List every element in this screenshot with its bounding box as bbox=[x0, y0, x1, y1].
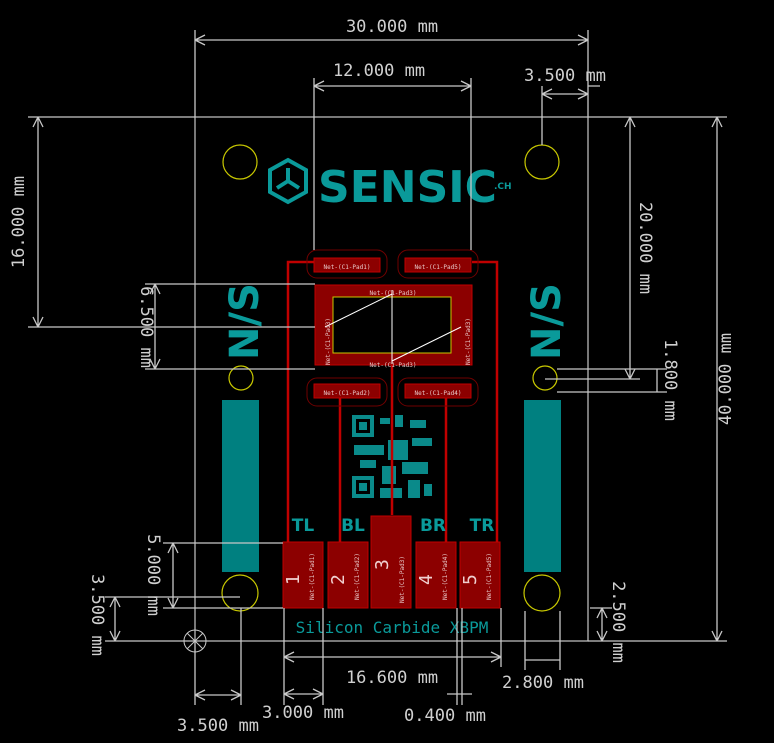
board-title: Silicon Carbide XBPM bbox=[296, 618, 489, 637]
center-net-label: Net-(C1-Pad3) bbox=[370, 362, 417, 369]
magnet-bar-left bbox=[222, 400, 259, 572]
dim-connector-width: 16.600 mm bbox=[346, 668, 438, 688]
dim-hole-offset-bottom: 3.500 mm bbox=[177, 716, 259, 736]
pin-number: 4 bbox=[416, 574, 437, 585]
pin-number: 2 bbox=[328, 574, 349, 585]
pin-net-label: Net-(C1-Pad1) bbox=[309, 553, 316, 600]
pin-net-label: Net-(C1-Pad5) bbox=[486, 553, 493, 600]
center-net-label: Net-(C1-Pad3) bbox=[465, 318, 472, 365]
mounting-holes bbox=[221, 144, 561, 612]
dim-top-to-mid-hole: 20.000 mm bbox=[635, 202, 655, 294]
dim-pad-pitch: 3.000 mm bbox=[262, 703, 344, 723]
connector: TL BL BR TR 1 Net-(C1-Pad1) 2 Net-(C1-Pa… bbox=[282, 515, 501, 609]
mounting-hole bbox=[221, 574, 259, 612]
dim-hole-to-bar: 1.800 mm bbox=[660, 339, 680, 421]
dim-connector-offset: 5.000 mm bbox=[143, 534, 163, 616]
pin-number: 1 bbox=[283, 574, 304, 585]
connector-label-br: BR bbox=[420, 516, 446, 536]
magnet-label-left: N/S bbox=[222, 283, 268, 360]
pad-net-label: Net-(C1-Pad5) bbox=[415, 264, 462, 271]
dim-board-width: 30.000 mm bbox=[346, 17, 438, 37]
dim-bottom-margin: 2.500 mm bbox=[608, 581, 628, 663]
pin-net-label: Net-(C1-Pad3) bbox=[399, 556, 406, 603]
mounting-hole bbox=[532, 365, 558, 391]
connector-label-bl: BL bbox=[341, 516, 365, 536]
dim-hole-offset-bottom-left: 3.500 mm bbox=[87, 574, 107, 656]
logo-text: SENSIC bbox=[318, 162, 497, 213]
mounting-hole bbox=[228, 365, 254, 391]
dim-board-height: 40.000 mm bbox=[716, 333, 736, 425]
dimension-labels: 30.000 mm 12.000 mm 3.500 mm 16.000 mm 6… bbox=[9, 17, 736, 736]
magnet-label-right: N/S bbox=[524, 283, 570, 360]
sensic-logo: SENSIC .CH bbox=[268, 157, 512, 213]
dim-pad-gap: 0.400 mm bbox=[404, 706, 486, 726]
quadrant-pad[interactable] bbox=[404, 383, 472, 399]
copper-traces bbox=[286, 260, 499, 545]
mounting-hole bbox=[524, 144, 560, 180]
connector-label-tl: TL bbox=[292, 516, 315, 536]
dim-hole-offset-right: 2.800 mm bbox=[502, 673, 584, 693]
mounting-hole bbox=[523, 574, 561, 612]
connector-pin-1[interactable] bbox=[282, 541, 324, 609]
connector-label-tr: TR bbox=[470, 516, 495, 536]
logo-suffix: .CH bbox=[494, 182, 512, 192]
pin-net-label: Net-(C1-Pad2) bbox=[354, 553, 361, 600]
connector-pin-4[interactable] bbox=[415, 541, 457, 609]
dim-sensor-height: 6.500 mm bbox=[136, 286, 156, 368]
quadrant-pad[interactable] bbox=[313, 257, 381, 273]
pad-net-label: Net-(C1-Pad2) bbox=[324, 390, 371, 397]
pad-net-label: Net-(C1-Pad4) bbox=[415, 390, 462, 397]
connector-pin-5[interactable] bbox=[459, 541, 501, 609]
connector-pin-3[interactable] bbox=[370, 515, 412, 609]
connector-pin-2[interactable] bbox=[327, 541, 369, 609]
dim-sensor-width: 12.000 mm bbox=[333, 61, 425, 81]
mounting-hole bbox=[222, 144, 258, 180]
sensor-footprint: Net-(C1-Pad1) Net-(C1-Pad5) Net-(C1-Pad2… bbox=[306, 249, 479, 407]
pin-number: 3 bbox=[372, 559, 393, 570]
center-net-label: Net-(C1-Pad3) bbox=[325, 318, 332, 365]
magnet-bar-right bbox=[524, 400, 561, 572]
quadrant-pad[interactable] bbox=[404, 257, 472, 273]
dim-hole-offset-top: 3.500 mm bbox=[524, 66, 606, 86]
center-net-label: Net-(C1-Pad3) bbox=[370, 290, 417, 297]
pin-net-label: Net-(C1-Pad4) bbox=[442, 553, 449, 600]
pin-number: 5 bbox=[460, 574, 481, 585]
pad-net-label: Net-(C1-Pad1) bbox=[324, 264, 371, 271]
dim-top-to-sensor: 16.000 mm bbox=[9, 176, 29, 268]
quadrant-pad[interactable] bbox=[313, 383, 381, 399]
dimension-lines bbox=[28, 30, 727, 705]
